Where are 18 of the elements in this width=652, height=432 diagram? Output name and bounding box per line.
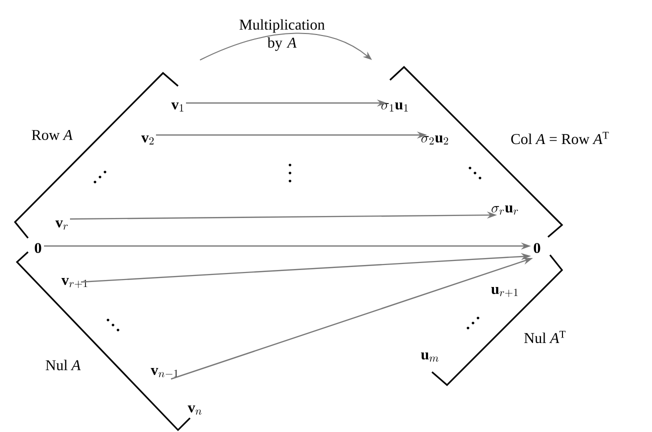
subspace-label: Row A <box>32 130 73 140</box>
vector-label: $\mathbf{0}$ <box>534 242 540 254</box>
subspace-label: Nul A$^{T}$ <box>524 330 566 344</box>
vector-label: $\mathbf{v}_{1}$ <box>171 102 184 112</box>
vector-label: $\mathbf{v}_{2}$ <box>141 135 154 145</box>
subspace-label: Col A = Row A$^{T}$ <box>511 132 609 144</box>
vector-label: $\mathbf{v}_{r}$ <box>55 220 68 230</box>
subspace-label: Multiplication by A <box>240 19 325 51</box>
subspace-label: Nul A <box>46 360 81 370</box>
vector-label: $\sigma_{1}\mathbf{u}_{1}$ <box>381 102 408 112</box>
vector-label: $\sigma_{2}\mathbf{u}_{2}$ <box>421 135 448 145</box>
vector-label: $\mathbf{v}_{n-1}$ <box>150 368 178 378</box>
vector-label: $\mathbf{v}_{n}$ <box>188 405 202 415</box>
vector-label: $\mathbf{u}_{r+1}$ <box>491 287 518 297</box>
vector-label: $\sigma_{r}\mathbf{u}_{r}$ <box>492 205 518 215</box>
vector-label: $\mathbf{0}$ <box>34 242 42 254</box>
vector-label: $\mathbf{u}_{m}$ <box>421 352 438 362</box>
vector-label: $\mathbf{v}_{r+1}$ <box>61 278 88 288</box>
